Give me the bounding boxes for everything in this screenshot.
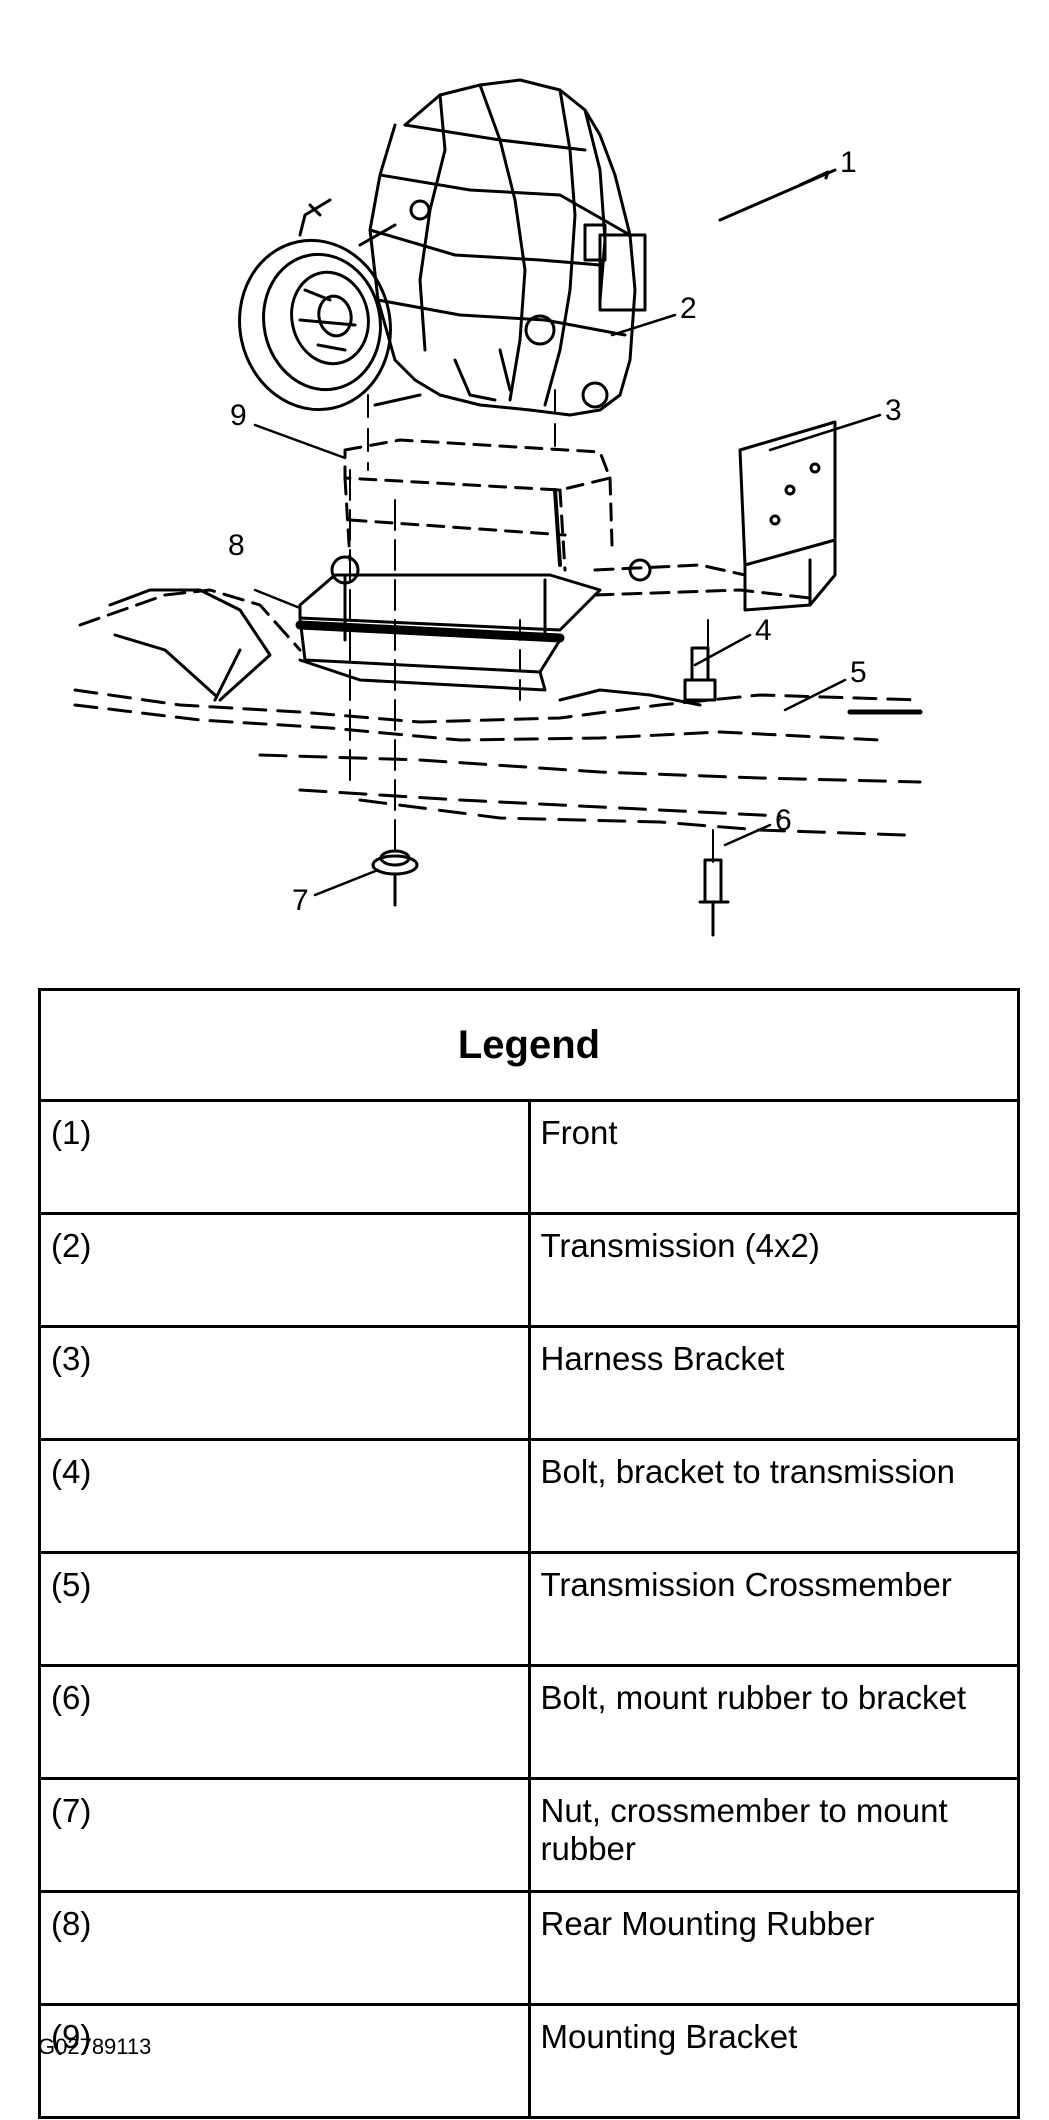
callout-4: 4 [755, 614, 772, 647]
legend-row: (1) Front [38, 1099, 1020, 1215]
rear-mounting-rubber-part [295, 555, 652, 692]
legend-description: Harness Bracket [527, 1325, 1020, 1441]
legend-description: Mounting Bracket [527, 2003, 1020, 2119]
callout-8: 8 [228, 529, 245, 562]
bolt-part [683, 646, 717, 702]
mounting-bracket-part [343, 438, 614, 572]
legend-description: Nut, crossmember to mount rubber [527, 1777, 1020, 1893]
legend-number: (8) [38, 1890, 531, 2006]
legend-description: Transmission Crossmember [527, 1551, 1020, 1667]
legend-number: (6) [38, 1664, 531, 1780]
legend-row: (9) Mounting Bracket [38, 2003, 1020, 2119]
legend-number: (5) [38, 1551, 531, 1667]
legend-description: Bolt, bracket to transmission [527, 1438, 1020, 1554]
legend-number: (3) [38, 1325, 531, 1441]
legend-row: (8) Rear Mounting Rubber [38, 1890, 1020, 2006]
callout-1: 1 [840, 146, 857, 179]
callout-2: 2 [680, 292, 697, 325]
legend-title: Legend [38, 988, 1020, 1102]
transmission-part [298, 78, 647, 417]
legend-table: Legend (1) Front (2) Transmission (4x2) … [38, 988, 1020, 2119]
legend-number: (4) [38, 1438, 531, 1554]
lower-bolt-part [698, 858, 730, 937]
legend-description: Front [527, 1099, 1020, 1215]
legend-number: (2) [38, 1212, 531, 1328]
legend-number: (1) [38, 1099, 531, 1215]
legend-row: (4) Bolt, bracket to transmission [38, 1438, 1020, 1554]
legend-row: (3) Harness Bracket [38, 1325, 1020, 1441]
legend-description: Rear Mounting Rubber [527, 1890, 1020, 2006]
figure-id: G02789113 [38, 2034, 152, 2059]
legend-row: (7) Nut, crossmember to mount rubber [38, 1777, 1020, 1893]
callout-6: 6 [775, 804, 792, 837]
legend-row: (6) Bolt, mount rubber to bracket [38, 1664, 1020, 1780]
callout-7: 7 [292, 884, 309, 917]
exploded-parts-diagram: 1 2 3 4 5 6 7 8 9 [0, 0, 1049, 960]
harness-bracket-part [593, 420, 837, 612]
legend-row: (2) Transmission (4x2) [38, 1212, 1020, 1328]
callout-labels: 1 2 3 4 5 6 7 8 9 [228, 146, 902, 917]
callout-3: 3 [885, 394, 902, 427]
crossmember-part [73, 588, 923, 837]
legend-number: (9) [38, 2003, 531, 2119]
nut-part [371, 849, 419, 907]
alignment-lines [349, 389, 714, 863]
front-arrow [718, 168, 837, 222]
callout-5: 5 [850, 656, 867, 689]
legend-description: Bolt, mount rubber to bracket [527, 1664, 1020, 1780]
legend-row: (5) Transmission Crossmember [38, 1551, 1020, 1667]
bell-housing-part [238, 223, 422, 412]
callout-9: 9 [230, 399, 247, 432]
legend-description: Transmission (4x2) [527, 1212, 1020, 1328]
legend-number: (7) [38, 1777, 531, 1893]
leader-lines [253, 313, 882, 897]
